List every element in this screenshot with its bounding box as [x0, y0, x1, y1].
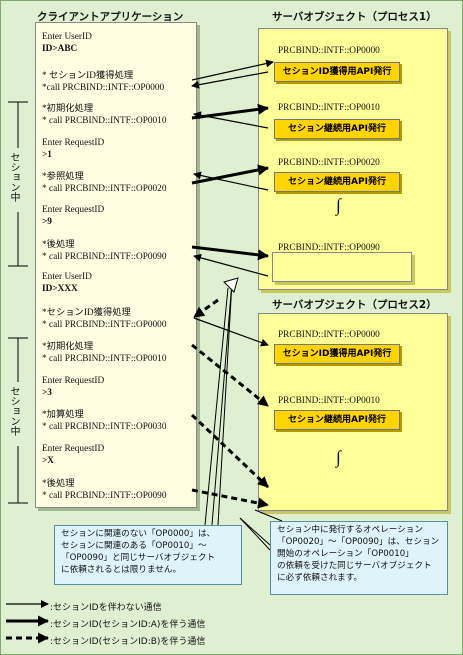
- arrow-session-a-op0020: [191, 164, 269, 185]
- arrow-session-a-reply-2: [193, 171, 269, 191]
- client-code-line: Enter UserID: [42, 272, 92, 282]
- client-code-line: Enter RequestID: [42, 444, 105, 454]
- callout-left-pointers: [204, 277, 239, 526]
- client-code-line: *初期化処理: [42, 104, 94, 114]
- client-code-line: *参照処理: [42, 172, 84, 182]
- client-code-line: * call PRCBIND::INTF::OP0030: [42, 422, 167, 432]
- arrow-session-b-op0000-reply: [193, 298, 219, 319]
- arrow-op0000-request: [191, 59, 274, 81]
- server1-operation-label: PRCBIND::INTF::OP0090: [278, 243, 380, 253]
- callout-right-line: セション中に発行するオペレーション: [277, 525, 423, 535]
- client-code-line: >1: [42, 150, 52, 160]
- callout-right-line: 開始のオペレーション「OP0010」: [277, 549, 414, 559]
- callout-right: セション中に発行するオペレーション 「OP0020」～「OP0090」は、セショ…: [270, 521, 448, 595]
- client-code-line: *初期化処理: [42, 342, 94, 352]
- callout-right-line: に必ず依頼されます。: [277, 573, 363, 583]
- legend-label-thick: :セションID(セションID:A)を伴う通信: [50, 620, 206, 630]
- server2-operation-label: PRCBIND::INTF::OP0000: [278, 330, 380, 340]
- server2-api-box: セション継続用API発行: [274, 410, 400, 430]
- server2-title: サーバオブジェクト（プロセス2）: [272, 299, 437, 311]
- callout-right-line: の依頼を受けた同じサーバオブジェクト: [277, 561, 432, 571]
- arrow-session-a-reply-3: [193, 253, 269, 277]
- client-code-line: * call PRCBIND::INTF::OP0090: [42, 491, 167, 501]
- client-code-line: * call PRCBIND::INTF::OP0010: [42, 116, 167, 126]
- callout-right-pointers: [239, 509, 283, 551]
- client-code-line: * call PRCBIND::INTF::OP0010: [42, 354, 167, 364]
- arrow-session-b-op0090: [191, 488, 269, 509]
- callout-left-line: に依頼されるとは限りません。: [61, 565, 182, 575]
- client-code-line: *セションID獲得処理: [42, 308, 131, 318]
- server1-operation-label: PRCBIND::INTF::OP0010: [278, 103, 380, 113]
- legend-label-thin: :セションIDを伴わない通信: [50, 603, 162, 613]
- client-code-line: >3: [42, 388, 52, 398]
- server1-operation-label: PRCBIND::INTF::OP0000: [278, 46, 380, 56]
- arrow-session-b-op0030: [190, 413, 270, 489]
- client-code-line: >9: [42, 217, 52, 227]
- client-code-line: ID>XXX: [42, 284, 78, 294]
- callout-right-line: 「OP0020」～「OP0090」は、セション: [277, 537, 440, 547]
- server1-api-box: セション継続用API発行: [274, 119, 400, 139]
- server1-ellipsis: ∫: [336, 195, 341, 215]
- client-title: クライアントアプリケーション: [37, 11, 184, 23]
- client-code-line: Enter RequestID: [42, 376, 105, 386]
- callout-left-line: セションに関連のない「OP0000」は、: [61, 529, 216, 539]
- arrow-op0000-b-request: [193, 317, 269, 347]
- session-bracket-a: [8, 101, 28, 267]
- client-code-line: * call PRCBIND::INTF::OP0000: [42, 320, 167, 330]
- server1-operation-label: PRCBIND::INTF::OP0020: [278, 158, 380, 168]
- client-code-line: Enter RequestID: [42, 205, 105, 215]
- client-code-line: Enter UserID: [42, 32, 92, 42]
- arrow-session-a-op0010: [191, 103, 269, 120]
- session-label-b: セション中: [8, 386, 19, 436]
- client-code-line: ID>ABC: [42, 44, 78, 54]
- server1-api-box: セション継続用API発行: [274, 172, 400, 192]
- server1-title: サーバオブジェクト（プロセス1）: [272, 11, 437, 23]
- callout-left-line: 「OP0090」と同じサーバオブジェクト: [61, 553, 216, 563]
- legend-label-dashed: :セションID(セションID:B)を伴う通信: [50, 637, 206, 647]
- server2-api-box: セションID獲得用API発行: [274, 344, 400, 364]
- arrow-session-b-op0010: [191, 343, 269, 408]
- server1-api-box: セションID獲得用API発行: [274, 62, 400, 82]
- server2-operation-label: PRCBIND::INTF::OP0010: [278, 396, 380, 406]
- client-panel: [35, 22, 197, 508]
- server1-op0090-box: [272, 252, 412, 282]
- callout-left-line: セションに関連のある「OP0010」～: [61, 541, 207, 551]
- client-code-line: Enter RequestID: [42, 138, 105, 148]
- session-label-a: セション中: [8, 152, 19, 202]
- client-code-line: * call PRCBIND::INTF::OP0090: [42, 252, 167, 262]
- callout-left: セションに関連のない「OP0000」は、 セションに関連のある「OP0010」～…: [54, 525, 242, 585]
- client-code-line: *加算処理: [42, 410, 84, 420]
- server2-ellipsis: ∫: [336, 447, 341, 467]
- session-bracket-b: [8, 337, 28, 504]
- arrow-op0000-reply: [191, 71, 269, 89]
- client-code-line: * セションID獲得処理: [42, 71, 134, 81]
- client-code-line: *後処理: [42, 240, 75, 250]
- arrow-session-a-op0090: [191, 245, 269, 261]
- client-code-line: *call PRCBIND::INTF::OP0000: [42, 83, 165, 93]
- client-code-line: *後処理: [42, 479, 75, 489]
- client-code-line: * call PRCBIND::INTF::OP0020: [42, 184, 167, 194]
- client-code-line: >X: [42, 456, 55, 466]
